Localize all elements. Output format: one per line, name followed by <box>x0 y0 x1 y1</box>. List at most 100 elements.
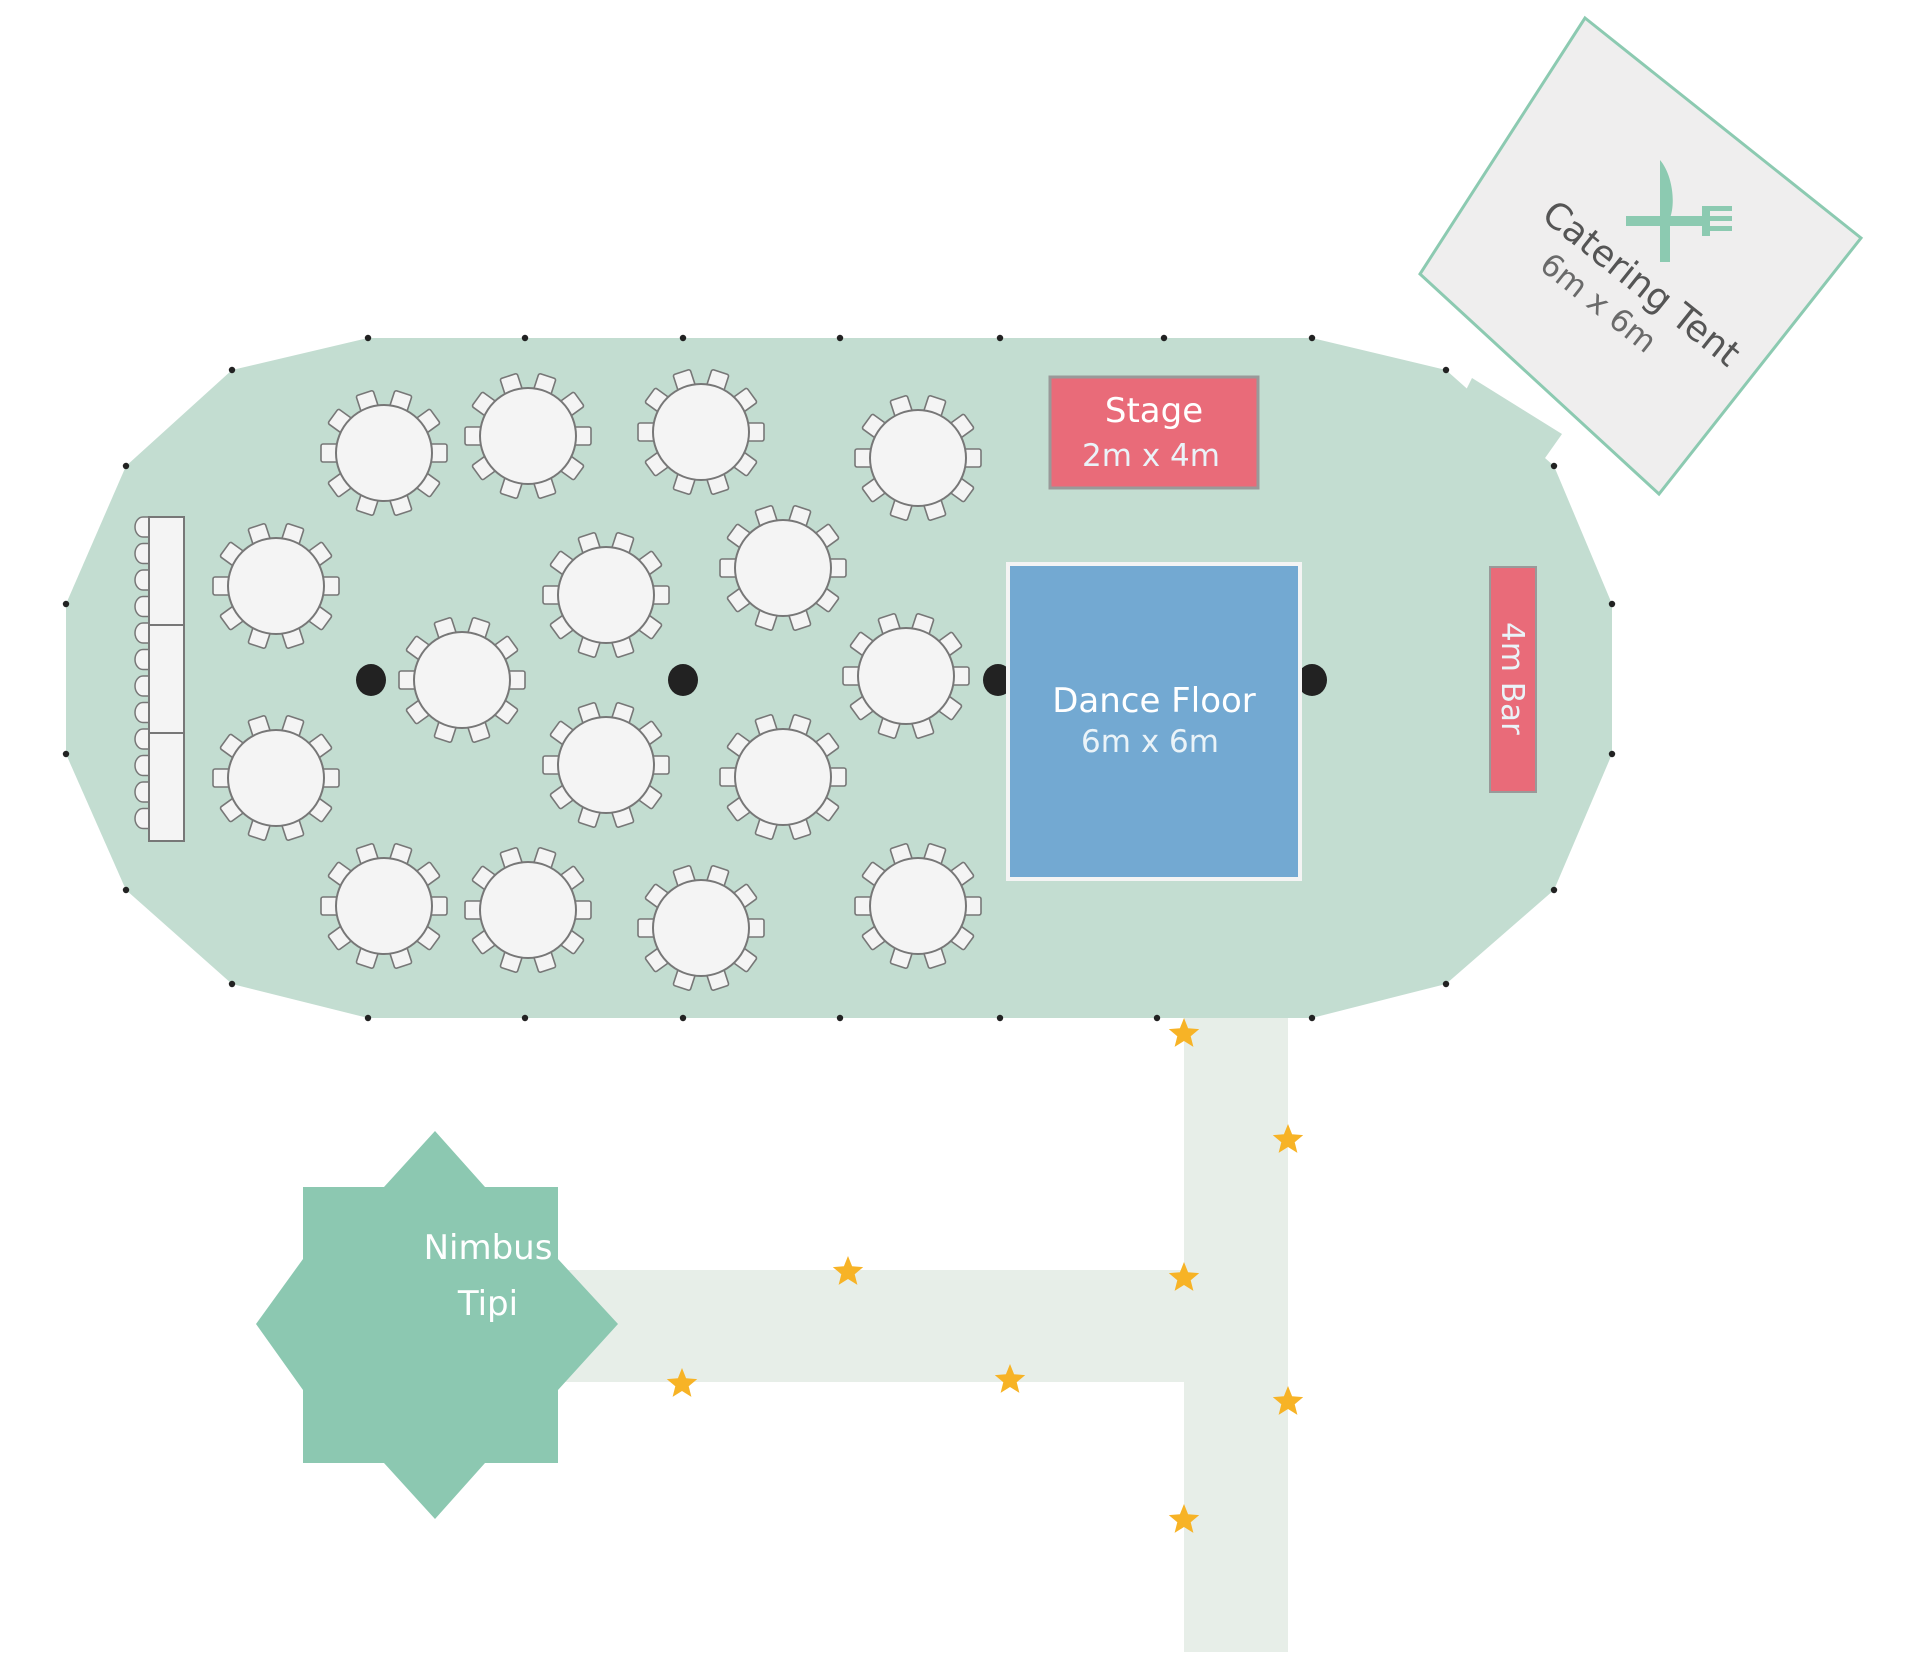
chair <box>134 675 151 697</box>
round-table <box>398 617 526 743</box>
chair <box>134 754 151 777</box>
round-table <box>542 532 670 658</box>
marquee-floor <box>66 338 1612 1018</box>
table-top <box>335 857 433 955</box>
table-top <box>557 716 655 814</box>
round-table <box>320 390 448 516</box>
marquee-post <box>1153 1014 1161 1022</box>
dance-floor-size: 6m x 6m <box>1081 724 1219 760</box>
fork-handle <box>1626 216 1704 226</box>
round-table <box>719 714 847 840</box>
star-light <box>1272 1386 1304 1415</box>
dance-floor: Dance Floor 6m x 6m <box>1006 562 1302 881</box>
path-lights <box>666 1018 1304 1533</box>
round-table <box>542 702 670 828</box>
fork-tine-3 <box>1702 226 1732 231</box>
fork-tine-2 <box>1702 216 1732 221</box>
walkway-horizontal <box>560 1270 1288 1382</box>
long-table <box>134 516 185 842</box>
marquee <box>62 334 1616 1022</box>
marquee-post <box>364 334 372 342</box>
dance-floor-title: Dance Floor <box>1052 681 1256 721</box>
long-table-middle-section <box>148 624 185 734</box>
chair <box>134 807 151 830</box>
stage-size: 2m x 4m <box>1082 438 1220 474</box>
center-pole <box>983 664 1013 696</box>
marquee-post <box>122 462 130 470</box>
marquee-post <box>1442 366 1450 374</box>
center-poles <box>356 664 1327 696</box>
star-light <box>1168 1018 1200 1047</box>
table-top <box>652 383 750 481</box>
marquee-post <box>62 750 70 758</box>
marquee-post <box>836 334 844 342</box>
star-light <box>666 1368 698 1397</box>
round-table <box>212 715 340 841</box>
walkways <box>560 1018 1288 1652</box>
marquee-post <box>228 980 236 988</box>
table-top <box>734 519 832 617</box>
marquee-post <box>996 334 1004 342</box>
marquee-post <box>364 1014 372 1022</box>
knife-shape <box>1660 160 1673 262</box>
chair <box>134 781 151 803</box>
star-light <box>994 1364 1026 1393</box>
marquee-post <box>679 1014 687 1022</box>
chair <box>134 595 151 618</box>
marquee-post <box>1308 1014 1316 1022</box>
table-top <box>869 409 967 507</box>
marquee-post <box>521 1014 529 1022</box>
tipi-label-line2: Tipi <box>457 1284 518 1324</box>
stage-title: Stage <box>1105 391 1203 431</box>
long-table-bottom-section <box>148 732 185 842</box>
table-top <box>227 537 325 635</box>
round-table <box>637 865 765 991</box>
chair <box>134 701 151 724</box>
chair <box>134 516 151 538</box>
catering-tent-body <box>1418 15 1864 497</box>
marquee-post <box>228 366 236 374</box>
marquee-post <box>679 334 687 342</box>
center-pole <box>1297 664 1327 696</box>
round-table <box>842 613 970 739</box>
table-top <box>734 728 832 826</box>
chair <box>134 622 151 644</box>
catering-tent: Catering Tent 6m x 6m <box>1418 15 1864 497</box>
chair <box>134 648 151 671</box>
round-table <box>464 373 592 499</box>
marquee-post <box>1442 980 1450 988</box>
marquee-post <box>996 1014 1004 1022</box>
table-top <box>335 404 433 502</box>
table-top <box>413 631 511 729</box>
marquee-post <box>1550 462 1558 470</box>
round-table <box>320 843 448 969</box>
stage: Stage 2m x 4m <box>1048 375 1260 490</box>
tipi-star-shape <box>256 1131 618 1519</box>
table-top <box>857 627 955 725</box>
marquee-post <box>1608 750 1616 758</box>
center-pole <box>356 664 386 696</box>
marquee-post <box>1308 334 1316 342</box>
round-table <box>719 505 847 631</box>
bar-label: 4m Bar <box>1494 622 1530 735</box>
marquee-posts <box>62 334 1616 1022</box>
long-table-top-section <box>148 516 185 626</box>
chair <box>134 569 151 591</box>
round-table <box>464 847 592 973</box>
star-light <box>832 1256 864 1285</box>
fork-tine-1 <box>1702 206 1732 211</box>
round-tables <box>212 369 982 991</box>
marquee-post <box>62 600 70 608</box>
bar: 4m Bar <box>1489 566 1537 793</box>
chair <box>134 728 151 750</box>
table-top <box>227 729 325 827</box>
round-table <box>854 395 982 521</box>
table-top <box>869 857 967 955</box>
dance-floor-area <box>1006 562 1302 881</box>
star-light <box>1168 1504 1200 1533</box>
tipi-label-line1: Nimbus <box>424 1228 553 1268</box>
nimbus-tipi: Nimbus Tipi <box>256 1131 618 1519</box>
round-table <box>637 369 765 495</box>
marquee-post <box>1608 600 1616 608</box>
